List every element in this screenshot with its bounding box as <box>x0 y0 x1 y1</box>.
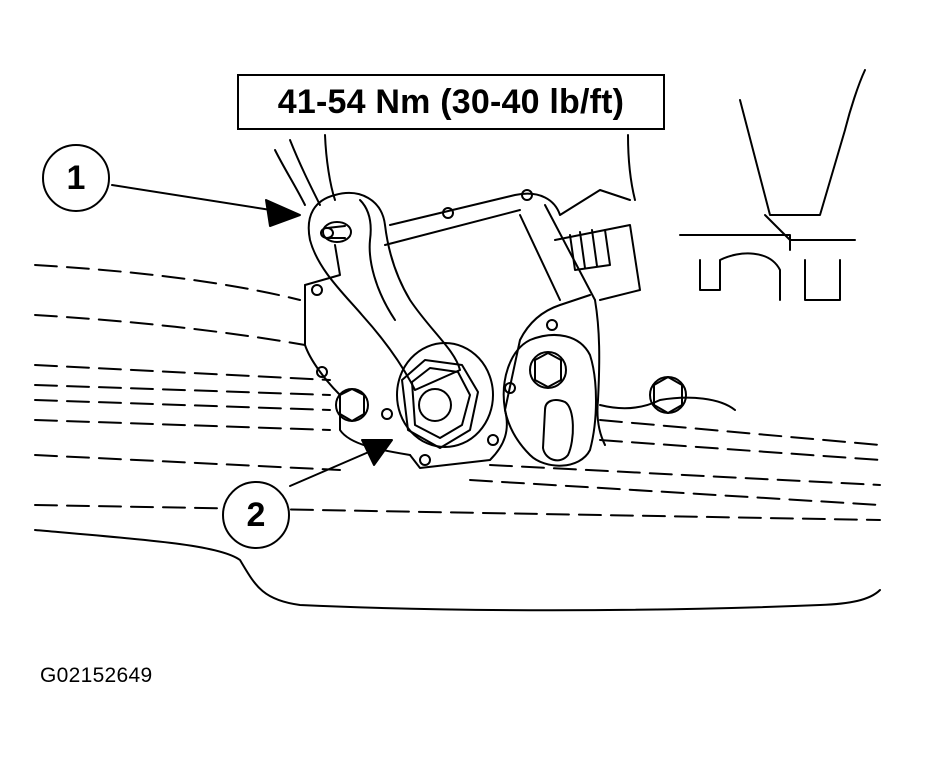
housing-bolt <box>649 376 687 414</box>
manual-control-lever <box>307 192 461 391</box>
callout-2: 2 <box>222 481 290 549</box>
leader-arrow-1 <box>111 184 301 227</box>
sensor-bolt-left <box>335 388 369 422</box>
torque-spec-label: 41-54 Nm (30-40 lb/ft) <box>237 74 665 130</box>
figure-id: G02152649 <box>40 664 153 687</box>
shaft-nut <box>396 342 494 449</box>
wire-harness <box>274 134 636 206</box>
callout-2-label: 2 <box>246 495 266 534</box>
callout-1-label: 1 <box>66 158 86 197</box>
sensor-body <box>304 189 641 469</box>
housing-lines <box>34 264 881 521</box>
callout-1: 1 <box>42 144 110 212</box>
leader-arrow-2 <box>289 439 393 487</box>
right-housing <box>599 69 866 411</box>
oil-pan-outline <box>34 529 881 612</box>
sensor-bolt-right <box>529 351 567 389</box>
